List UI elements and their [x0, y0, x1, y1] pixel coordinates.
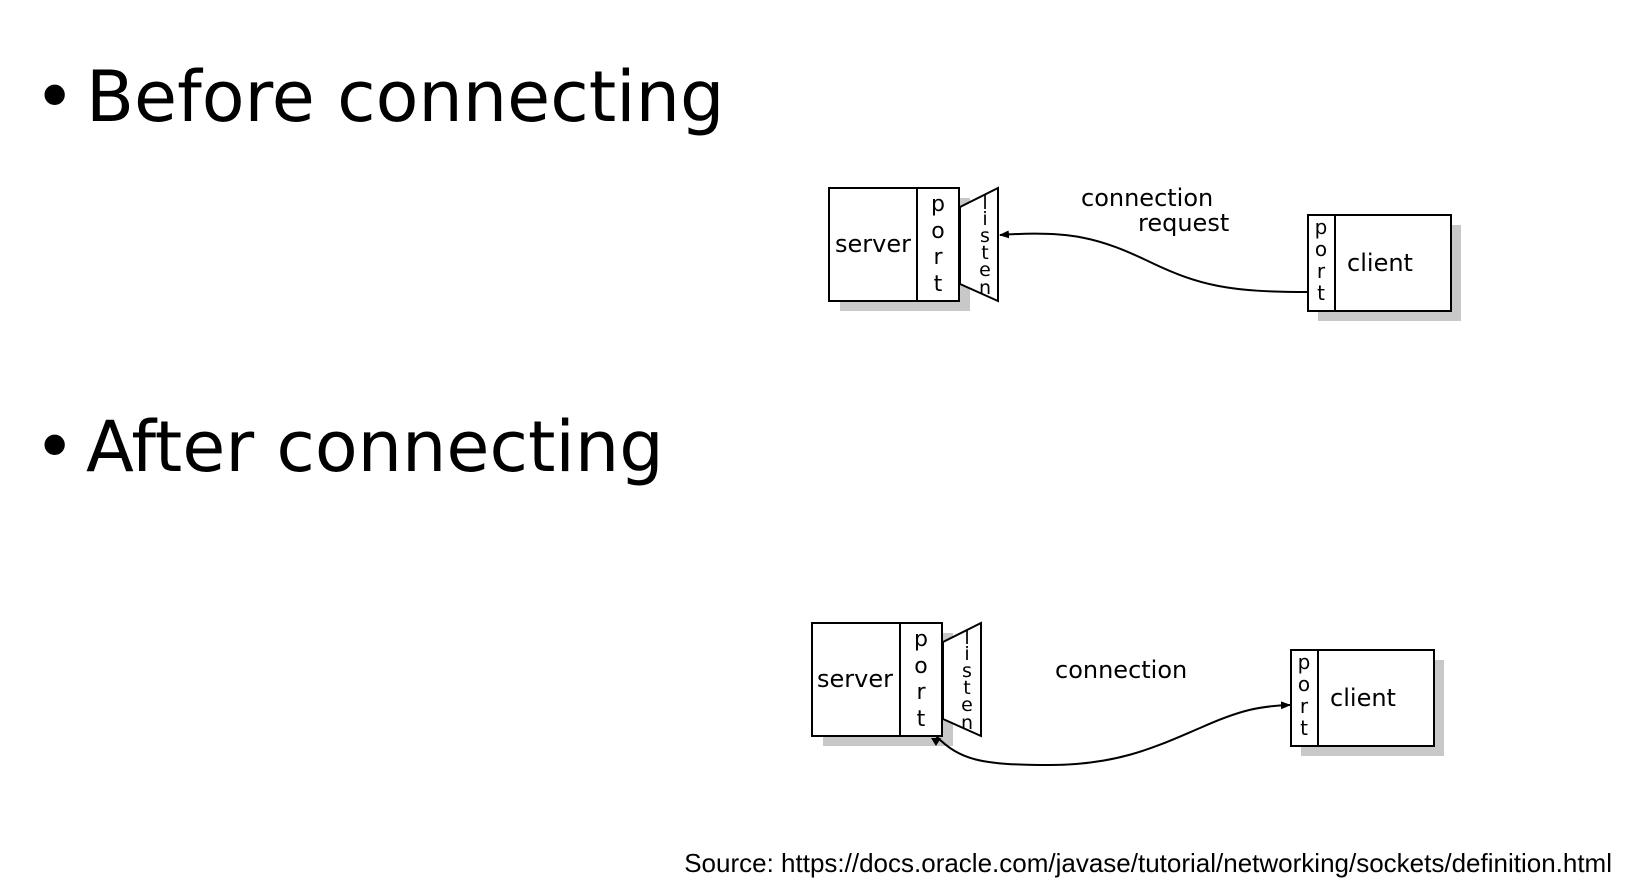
listen-letter: s: [980, 225, 990, 247]
listen-letter: n: [979, 277, 991, 299]
client-port-box: [1307, 214, 1336, 312]
server-port-letter: p: [914, 627, 928, 652]
listen-queue: [942, 621, 982, 738]
bullet-marker: •: [34, 406, 76, 488]
client-port-letter: o: [1315, 237, 1327, 261]
client-port-letter: p: [1315, 215, 1328, 239]
bullet-text-after: After connecting: [86, 406, 664, 488]
connection-arrow: [935, 701, 1291, 767]
diagram-after: server p o r t l i s t e n connection p …: [811, 621, 1444, 767]
server-port-letter: t: [934, 272, 943, 297]
listen-letter: e: [961, 694, 973, 716]
client-port-letter: r: [1317, 259, 1326, 283]
server-label: server: [835, 230, 911, 258]
source-citation: Source: https://docs.oracle.com/javase/t…: [684, 848, 1612, 878]
client-box: [1334, 214, 1452, 312]
listen-letter: s: [962, 660, 972, 682]
client-port-letter: t: [1300, 716, 1308, 740]
listen-letter: l: [982, 192, 987, 214]
connection-arrow-start: [931, 738, 941, 746]
listen-letter: t: [963, 677, 970, 699]
client-port-letter: o: [1298, 672, 1310, 696]
server-port-letter: o: [931, 219, 944, 244]
server-box: [811, 622, 901, 737]
client-label: client: [1347, 249, 1413, 277]
client-label: client: [1330, 684, 1396, 712]
client-port-letter: p: [1298, 650, 1311, 674]
listen-letter: i: [982, 208, 987, 230]
listen-letter: e: [979, 259, 991, 281]
connection-label: connection: [1055, 656, 1187, 684]
client-box: [1317, 649, 1435, 747]
listen-letter: t: [981, 242, 988, 264]
server-port-letter: r: [916, 680, 926, 705]
bullet-before-connecting: •Before connecting: [34, 62, 724, 132]
bullet-text-before: Before connecting: [86, 56, 725, 138]
connection-request-label-line1: connection: [1081, 184, 1213, 212]
server-port-letter: r: [933, 245, 943, 270]
listen-letter: n: [961, 712, 973, 734]
connection-request-label-line2: request: [1138, 209, 1229, 237]
listen-queue: [959, 186, 999, 303]
server-label: server: [817, 665, 893, 693]
bullet-marker: •: [34, 56, 76, 138]
client-port-letter: t: [1317, 281, 1325, 305]
diagram-before: server p o r t l i s t e n connection re…: [828, 184, 1461, 321]
listen-letter: l: [964, 627, 969, 649]
server-port-letter: p: [931, 192, 945, 217]
bullet-after-connecting: •After connecting: [34, 412, 664, 482]
listen-letter: i: [964, 643, 969, 665]
server-port-letter: t: [917, 707, 926, 732]
server-port-letter: o: [914, 654, 927, 679]
client-port-letter: r: [1300, 694, 1309, 718]
server-box: [828, 187, 918, 302]
connection-request-arrow: [999, 230, 1309, 293]
